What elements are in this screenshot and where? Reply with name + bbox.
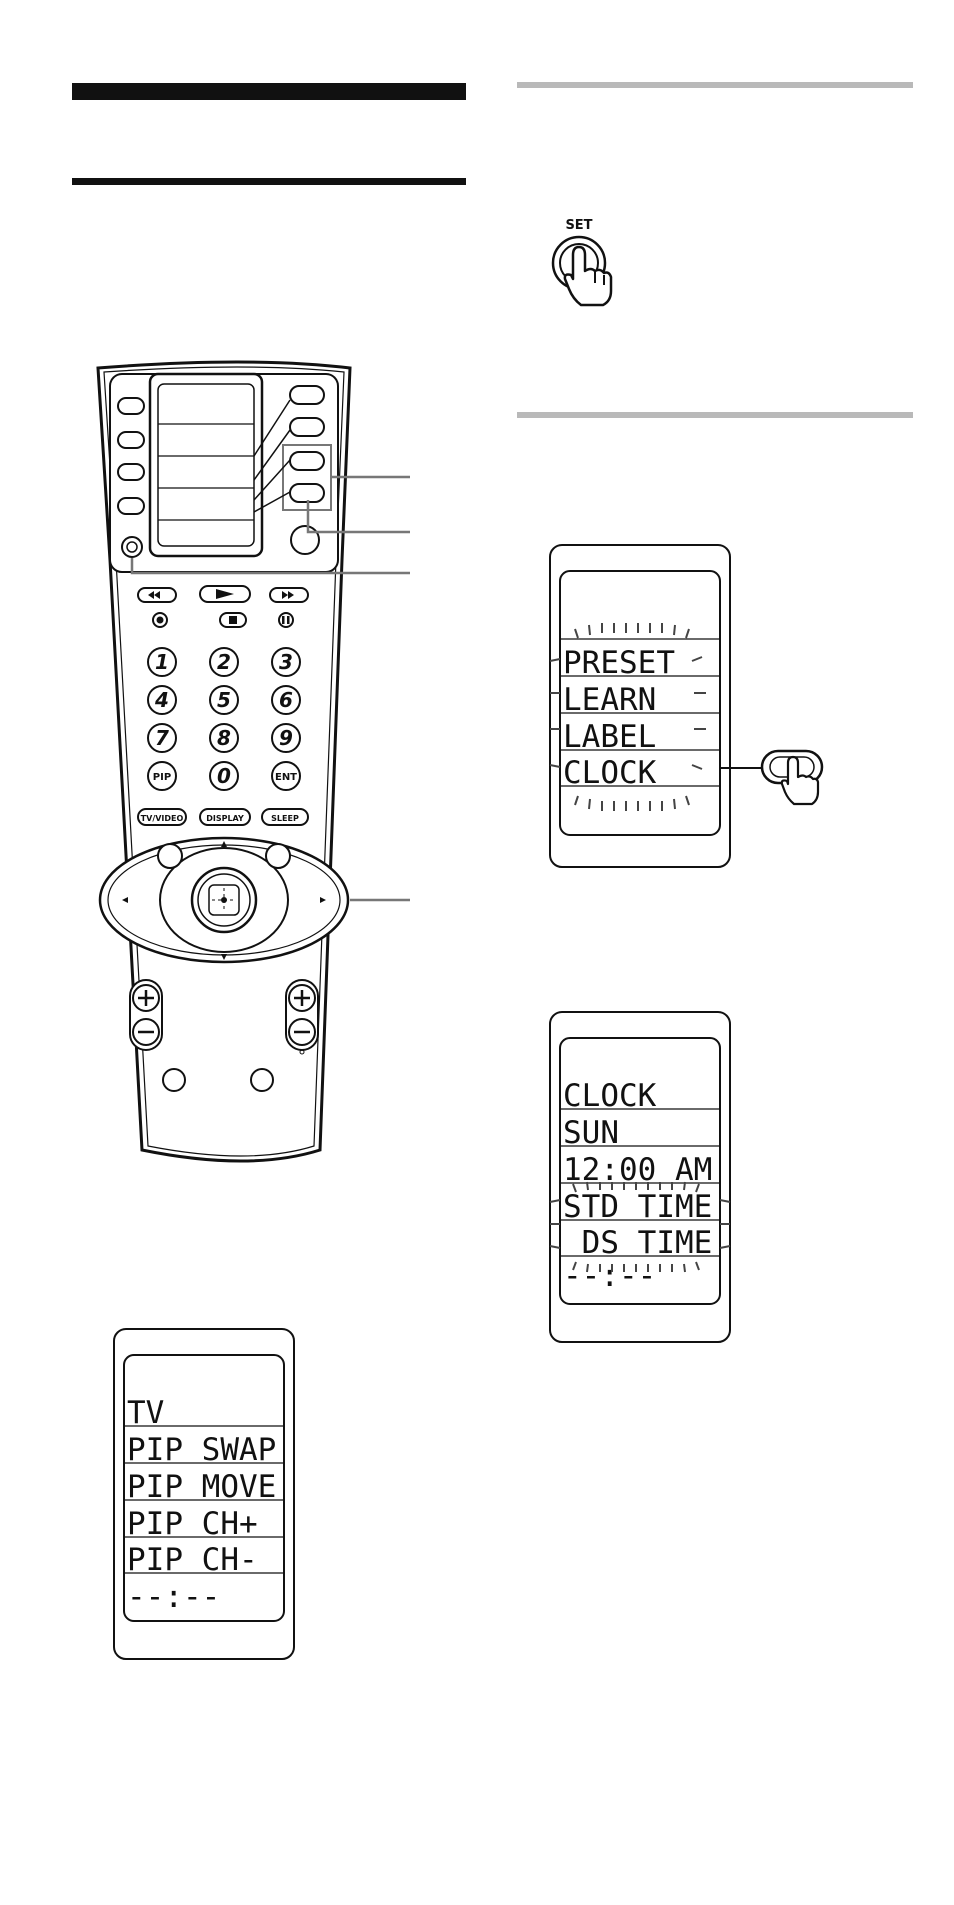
key-3: 3 <box>279 650 293 674</box>
lcd-tv-line-3: PIP MOVE <box>127 1469 276 1505</box>
section-rule-2 <box>517 412 913 418</box>
key-tvvideo: TV/VIDEO <box>141 814 184 823</box>
lcd-clock-screen: CLOCK SUN 12:00 AM STD TIME DS TIME --:-… <box>549 1011 731 1343</box>
key-8: 8 <box>217 726 231 750</box>
lcd-clock-line-3: 12:00 AM <box>563 1152 712 1188</box>
lcd-clock-line-6: --:-- <box>563 1258 656 1294</box>
key-7: 7 <box>155 726 169 750</box>
key-0: 0 <box>217 764 231 788</box>
lcd-tv-line-2: PIP SWAP <box>127 1432 276 1468</box>
key-2: 2 <box>217 650 231 674</box>
blink-indicator-icon <box>549 1181 731 1273</box>
lcd-clock-line-2: SUN <box>563 1115 619 1151</box>
lcd-menu-screen: PRESET LEARN LABEL CLOCK <box>549 544 824 868</box>
key-5: 5 <box>217 688 231 712</box>
blink-indicator-icon <box>549 623 706 811</box>
key-6: 6 <box>279 688 293 712</box>
lcd-tv-line-4: PIP CH+ <box>127 1506 258 1542</box>
lcd-clock-line-1: CLOCK <box>563 1078 657 1114</box>
lcd-tv-line-6: --:-- <box>127 1579 220 1615</box>
lcd-menu-line-1: PRESET <box>563 645 675 681</box>
left-side-buttons <box>117 397 145 515</box>
set-button-label: SET <box>565 218 592 233</box>
lcd-clock-line-4: STD TIME <box>563 1189 712 1225</box>
key-4: 4 <box>154 688 169 712</box>
lcd-tv-screen: TV PIP SWAP PIP MOVE PIP CH+ PIP CH- --:… <box>113 1328 295 1660</box>
key-ent: ENT <box>275 772 297 783</box>
lcd-menu-line-3: LABEL <box>563 719 656 755</box>
key-pip: PIP <box>153 772 171 783</box>
lcd-clock-line-5: DS TIME <box>563 1225 712 1261</box>
pointing-hand-icon <box>563 245 613 307</box>
key-sleep: SLEEP <box>271 814 299 823</box>
lcd-tv-line-1: TV <box>127 1395 164 1431</box>
set-button-illustration: SET <box>551 218 613 307</box>
lcd-tv-line-5: PIP CH- <box>127 1542 258 1578</box>
lcd-menu-line-4: CLOCK <box>563 755 657 791</box>
section-rule-1 <box>517 82 913 88</box>
key-1: 1 <box>155 650 169 674</box>
arrow-icons <box>122 841 326 960</box>
heading-rule-bottom <box>72 178 466 185</box>
remote-control-illustration: 1 2 3 4 5 6 7 8 9 0 PIP ENT TV/VIDEO DIS… <box>96 360 410 1163</box>
pointing-hand-icon <box>780 755 820 806</box>
key-9: 9 <box>279 726 293 750</box>
heading-rule-top <box>72 83 466 100</box>
lcd-menu-line-2: LEARN <box>563 682 656 718</box>
key-display: DISPLAY <box>206 814 244 823</box>
